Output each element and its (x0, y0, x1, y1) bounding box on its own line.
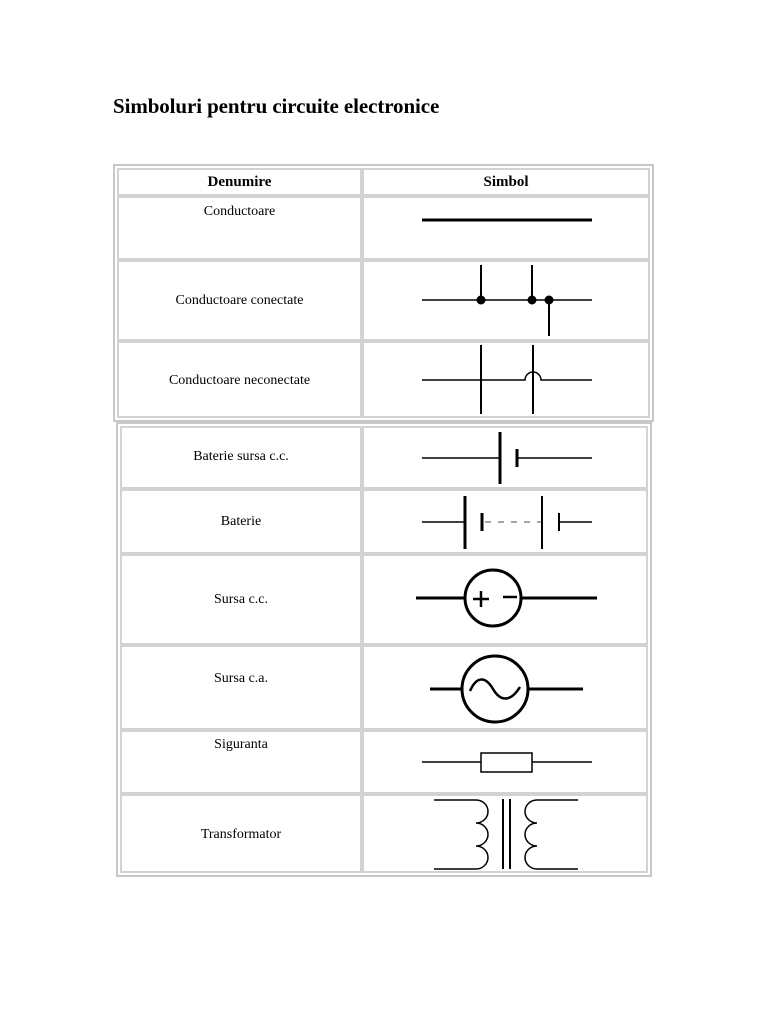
wire-icon (422, 218, 592, 222)
dc-source-icon (416, 568, 597, 628)
header-name-cell: Denumire (117, 168, 362, 196)
row-symbol-cell (362, 794, 648, 873)
row-name: Sursa c.c. (213, 592, 269, 607)
row-name-cell: Sursa c.a. (120, 645, 362, 730)
row-symbol-cell (362, 730, 648, 794)
battery-icon (422, 496, 592, 549)
row-name: Conductoare (203, 204, 276, 219)
row-name: Baterie sursa c.c. (193, 449, 289, 464)
row-name-cell: Sursa c.c. (120, 554, 362, 645)
page-title: Simboluri pentru circuite electronice (113, 94, 440, 118)
ac-source-icon (430, 654, 583, 724)
header-symbol-cell: Simbol (362, 168, 650, 196)
row-name: Conductoare neconectate (168, 373, 311, 388)
row-name-cell: Conductoare neconectate (117, 341, 362, 418)
row-symbol-cell (362, 196, 650, 260)
row-name: Baterie (220, 514, 262, 529)
unconnected-wires-icon (422, 345, 592, 414)
row-name: Sursa c.a. (213, 671, 269, 686)
row-name-cell: Baterie sursa c.c. (120, 426, 362, 489)
row-symbol-cell (362, 260, 650, 341)
row-symbol-cell (362, 341, 650, 418)
row-name-cell: Baterie (120, 489, 362, 554)
row-name-cell: Conductoare conectate (117, 260, 362, 341)
row-name-cell: Transformator (120, 794, 362, 873)
symbols-table-top (113, 164, 654, 422)
row-name: Transformator (200, 827, 282, 842)
row-symbol-cell (362, 426, 648, 489)
transformer-icon (434, 799, 578, 870)
dc-cell-icon (422, 432, 592, 484)
row-name: Siguranta (214, 737, 268, 752)
fuse-icon (422, 752, 592, 773)
header-name: Denumire (207, 174, 272, 190)
header-symbol: Simbol (483, 174, 529, 190)
row-symbol-cell (362, 645, 648, 730)
connected-wires-icon (422, 265, 592, 336)
row-name-cell: Siguranta (120, 730, 362, 794)
row-symbol-cell (362, 554, 648, 645)
row-symbol-cell (362, 489, 648, 554)
row-name: Conductoare conectate (175, 293, 304, 308)
row-name-cell: Conductoare (117, 196, 362, 260)
symbols-table-bottom (116, 422, 652, 877)
